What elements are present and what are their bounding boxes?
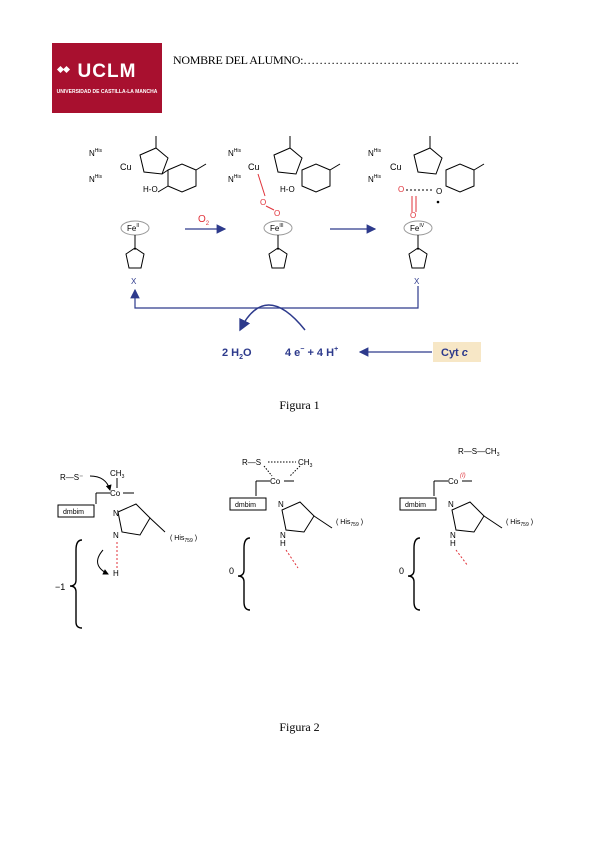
n-label: N <box>113 531 119 540</box>
dmbim-label: dmbim <box>235 502 256 509</box>
co-oxidation-label: (I) <box>460 473 466 479</box>
student-name-line: NOMBRE DEL ALUMNO:……………………………………………… <box>173 53 519 68</box>
complex-fe4: NHis NHis Cu O O O FeIV X <box>368 136 485 286</box>
dmbim-box <box>399 497 437 511</box>
logo-subtitle: UNIVERSIDAD DE CASTILLA-LA MANCHA <box>56 89 158 95</box>
logo-name: UCLM <box>77 61 137 82</box>
his-n-label: NHis <box>89 174 103 184</box>
uclm-logo: UCLM UNIVERSIDAD DE CASTILLA-LA MANCHA <box>52 43 162 113</box>
o2-label: O2 <box>198 214 210 227</box>
figure1-diagram: NHis NHis Cu H-O FeII X O2 NHis NHis Cu … <box>89 136 485 362</box>
his759-label: ( His759 ) <box>336 519 363 528</box>
ch3-label: CH3 <box>298 458 313 469</box>
rs-ch3-label: R—S—CH3 <box>458 447 500 458</box>
charge-label: 0 <box>399 566 404 576</box>
panel-state-2: R—S CH3 Co dmbim N N H ( His759 ) 0 <box>229 458 363 611</box>
n-label: N <box>278 500 284 509</box>
fe-label: FeIII <box>270 223 284 233</box>
n-label: N <box>450 531 456 540</box>
co-label: Co <box>448 477 459 486</box>
figure2-caption: Figura 2 <box>279 720 320 734</box>
h-label: H <box>450 539 456 548</box>
oxygen-label: O <box>260 198 266 207</box>
cyt-c-label: Cyt c <box>441 347 468 359</box>
complex-fe2: NHis NHis Cu H-O FeII X <box>89 136 207 286</box>
dmbim-box <box>229 497 267 511</box>
ho-label: H-O <box>280 185 295 194</box>
charge-label: −1 <box>55 582 65 592</box>
cu-label: Cu <box>248 162 260 172</box>
oxygen-label: O <box>274 209 280 218</box>
his-n-label: NHis <box>228 148 242 158</box>
electrons-protons-label: 4 e− + 4 H+ <box>285 346 338 359</box>
figure1-caption: Figura 1 <box>279 398 320 412</box>
oxygen-label: O <box>410 211 416 220</box>
n-label: N <box>448 500 454 509</box>
cu-label: Cu <box>120 162 132 172</box>
rs-label: R—S⁻ <box>60 473 83 482</box>
his-n-label: NHis <box>228 174 242 184</box>
x-label: X <box>414 277 420 286</box>
fe-label: FeIV <box>410 223 425 233</box>
dmbim-box <box>57 504 95 518</box>
dmbim-label: dmbim <box>405 502 426 509</box>
his759-label: ( His759 ) <box>170 535 197 544</box>
n-label: N <box>113 509 119 518</box>
co-label: Co <box>110 489 121 498</box>
complex-fe3: NHis NHis Cu H-O O O FeIII <box>228 136 341 269</box>
his-n-label: NHis <box>368 174 382 184</box>
cyt-c-box <box>433 342 481 362</box>
oxygen-label: O <box>398 185 404 194</box>
cu-label: Cu <box>390 162 402 172</box>
ch3-label: CH3 <box>110 469 125 480</box>
rs-label: R—S <box>242 458 261 467</box>
his-n-label: NHis <box>89 148 103 158</box>
charge-label: 0 <box>229 566 234 576</box>
his759-label: ( His759 ) <box>506 519 533 528</box>
fe-label: FeII <box>127 223 139 233</box>
student-name-dots: ……………………………………………… <box>303 53 520 67</box>
panel-state-3: R—S—CH3 Co (I) dmbim N N H ( His759 ) 0 <box>399 447 533 611</box>
student-name-label: NOMBRE DEL ALUMNO: <box>173 53 304 67</box>
n-label: N <box>280 531 286 540</box>
co-label: Co <box>270 477 281 486</box>
o-radical-label: O <box>436 187 442 196</box>
h-label: H <box>113 569 119 578</box>
logo-emblem-icon <box>56 65 71 74</box>
ho-label: H-O <box>143 185 158 194</box>
h-label: H <box>280 539 286 548</box>
dmbim-label: dmbim <box>63 509 84 516</box>
figure2-diagram: R—S⁻ CH3 Co dmbim N N ( His759 ) H −1 R—… <box>55 447 533 629</box>
water-label: 2 H2O <box>222 347 252 361</box>
panel-state-1: R—S⁻ CH3 Co dmbim N N ( His759 ) H −1 <box>55 469 197 629</box>
x-label: X <box>131 277 137 286</box>
his-n-label: NHis <box>368 148 382 158</box>
